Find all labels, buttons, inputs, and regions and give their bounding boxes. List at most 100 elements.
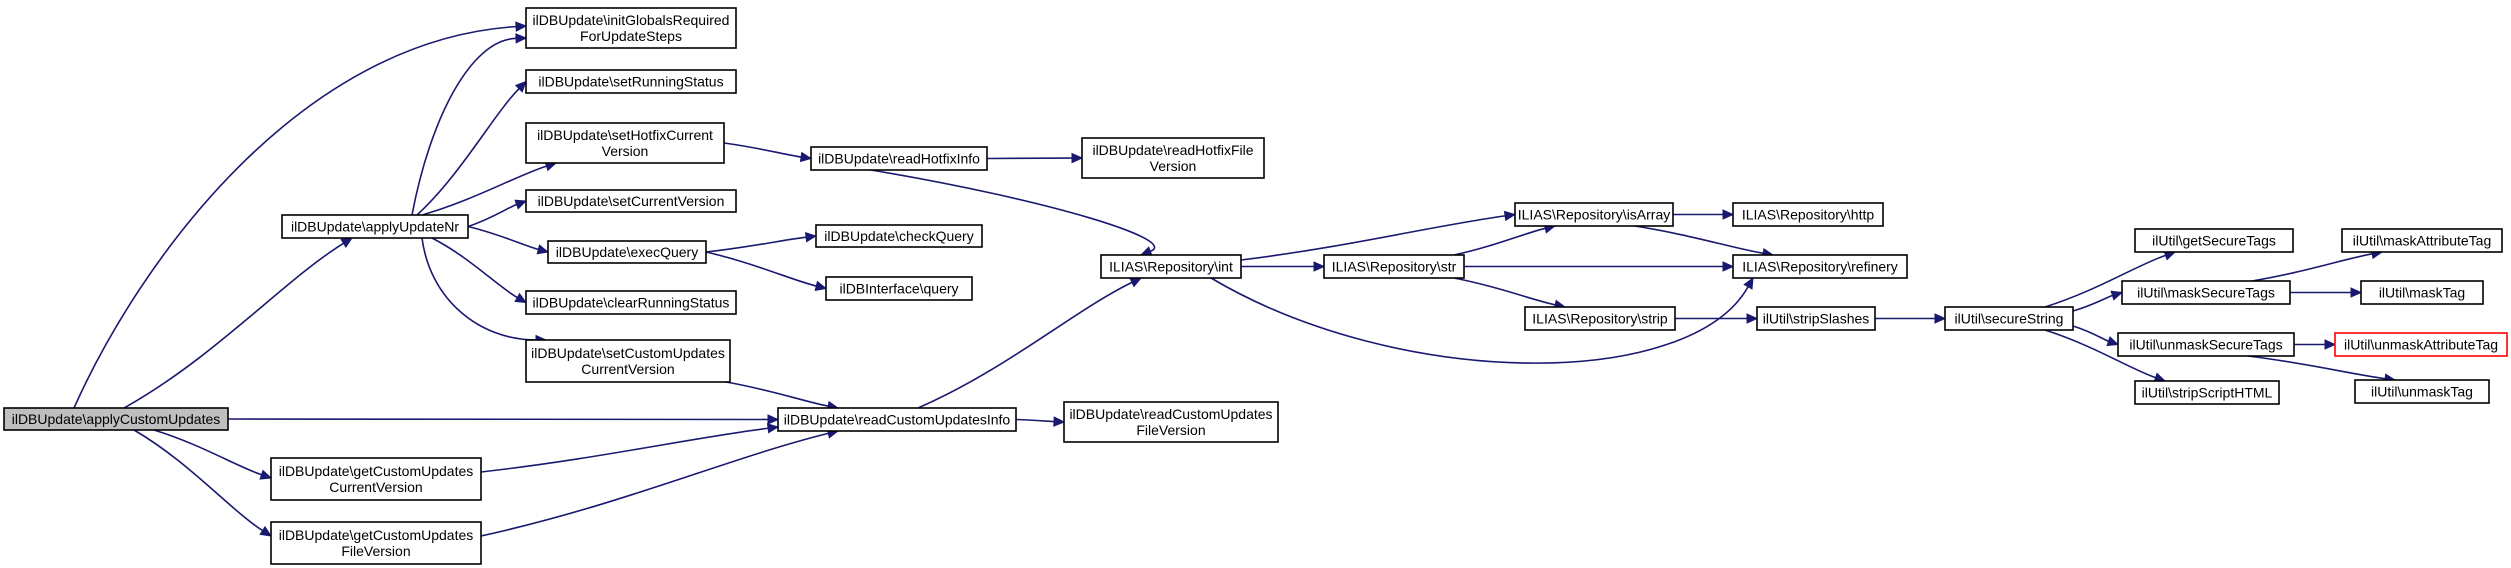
node-box <box>2134 380 2280 405</box>
nodes-layer: ilDBUpdate\applyCustomUpdates ilDBUpdate\… <box>3 7 2508 565</box>
node-unmask-secure-tags[interactable]: ilUtil\unmaskSecureTags <box>2117 332 2295 357</box>
node-label: ilDBUpdate\getCustomUpdates <box>279 463 474 479</box>
node-label: ILIAS\Repository\int <box>1109 259 1233 275</box>
node-mask-attribute-tag[interactable]: ilUtil\maskAttributeTag <box>2341 228 2503 253</box>
node-set-current-version[interactable]: ilDBUpdate\setCurrentVersion <box>525 189 737 213</box>
node-label: ForUpdateSteps <box>580 28 682 44</box>
node-get-custom-updates-current-version[interactable]: ilDBUpdate\getCustomUpdatesCurrentVersio… <box>270 457 482 501</box>
arrowhead-read-hotfix-info <box>799 151 813 163</box>
edge-read-hotfix-info-to-int <box>870 169 1156 253</box>
node-check-query[interactable]: ilDBUpdate\checkQuery <box>815 224 983 248</box>
arrowhead-refinery <box>1722 261 1735 272</box>
node-box <box>1756 306 1876 331</box>
node-unmask-attribute-tag[interactable]: ilUtil\unmaskAttributeTag <box>2334 332 2508 357</box>
arrowhead-unmask-attribute-tag <box>2324 339 2337 350</box>
edge-apply-update-nr-to-init-globals <box>411 37 517 216</box>
edge-read-custom-updates-info-to-int <box>917 281 1133 409</box>
node-label: ilUtil\secureString <box>1955 311 2064 327</box>
node-label: ILIAS\Repository\http <box>1742 207 1875 223</box>
node-label: ILIAS\Repository\refinery <box>1742 259 1898 275</box>
node-set-custom-updates-current-version[interactable]: ilDBUpdate\setCustomUpdatesCurrentVersio… <box>525 339 731 383</box>
edge-read-custom-updates-info-to-read-custom-updates-file-version <box>1015 418 1055 423</box>
node-strip-script-html[interactable]: ilUtil\stripScriptHTML <box>2134 380 2280 405</box>
node-box <box>270 457 482 501</box>
arrowhead-init-globals <box>515 33 528 44</box>
arrowhead-read-hotfix-file-version <box>1071 152 1084 164</box>
node-box <box>1732 254 1908 279</box>
node-box <box>1081 137 1265 179</box>
arrowhead-is-array <box>1503 210 1517 222</box>
node-set-running-status[interactable]: ilDBUpdate\setRunningStatus <box>525 69 737 94</box>
node-strip[interactable]: ILIAS\Repository\strip <box>1524 306 1676 331</box>
node-box <box>1063 401 1279 443</box>
node-box <box>525 7 737 49</box>
node-str[interactable]: ILIAS\Repository\str <box>1323 254 1465 279</box>
node-label: ILIAS\Repository\str <box>1332 259 1457 275</box>
node-http[interactable]: ILIAS\Repository\http <box>1732 202 1884 227</box>
node-box <box>1323 254 1465 279</box>
node-box <box>525 69 737 94</box>
node-box <box>2341 228 2503 253</box>
node-label: ilDBUpdate\setCustomUpdates <box>531 345 725 361</box>
node-label: ilUtil\getSecureTags <box>2152 233 2276 249</box>
edge-apply-update-nr-to-set-current-version <box>467 203 517 228</box>
node-label: ilDBUpdate\readHotfixInfo <box>818 151 980 167</box>
node-box <box>825 276 973 301</box>
node-secure-string[interactable]: ilUtil\secureString <box>1944 306 2074 331</box>
node-read-custom-updates-info[interactable]: ilDBUpdate\readCustomUpdatesInfo <box>777 407 1017 432</box>
node-int[interactable]: ILIAS\Repository\int <box>1100 254 1242 279</box>
node-box <box>815 224 983 248</box>
arrowhead-get-custom-updates-current-version <box>259 469 273 480</box>
arrowhead-exec-query <box>536 244 550 255</box>
node-get-secure-tags[interactable]: ilUtil\getSecureTags <box>2134 228 2294 253</box>
node-label: ilDBUpdate\readHotfixFile <box>1092 142 1253 158</box>
node-box <box>2360 280 2484 305</box>
arrowhead-set-running-status <box>514 80 527 93</box>
node-label: ilDBUpdate\setRunningStatus <box>538 74 723 90</box>
edge-int-to-is-array <box>1240 215 1506 261</box>
node-query[interactable]: ilDBInterface\query <box>825 276 973 301</box>
node-box <box>525 189 737 213</box>
node-label: ilDBUpdate\getCustomUpdates <box>279 527 474 543</box>
arrowhead-read-custom-updates-file-version <box>1053 416 1066 427</box>
arrowhead-check-query <box>804 232 818 243</box>
node-unmask-tag[interactable]: ilUtil\unmaskTag <box>2354 379 2490 404</box>
node-box <box>525 290 737 315</box>
node-is-array[interactable]: ILIAS\Repository\isArray <box>1514 202 1674 227</box>
node-read-hotfix-info[interactable]: ilDBUpdate\readHotfixInfo <box>810 146 988 171</box>
node-mask-secure-tags[interactable]: ilUtil\maskSecureTags <box>2121 280 2291 305</box>
node-label: ilDBUpdate\setCurrentVersion <box>538 193 725 209</box>
node-apply-custom-updates[interactable]: ilDBUpdate\applyCustomUpdates <box>3 407 229 431</box>
node-mask-tag[interactable]: ilUtil\maskTag <box>2360 280 2484 305</box>
node-label: Version <box>1150 158 1197 174</box>
node-strip-slashes[interactable]: ilUtil\stripSlashes <box>1756 306 1876 331</box>
arrowhead-query <box>814 280 828 292</box>
node-clear-running-status[interactable]: ilDBUpdate\clearRunningStatus <box>525 290 737 315</box>
node-refinery[interactable]: ILIAS\Repository\refinery <box>1732 254 1908 279</box>
node-label: ilDBUpdate\readCustomUpdatesInfo <box>784 412 1011 428</box>
node-init-globals[interactable]: ilDBUpdate\initGlobalsRequiredForUpdateS… <box>525 7 737 49</box>
node-box <box>281 214 469 239</box>
node-label: ILIAS\Repository\strip <box>1532 311 1668 327</box>
node-apply-update-nr[interactable]: ilDBUpdate\applyUpdateNr <box>281 214 469 239</box>
node-box <box>270 521 482 565</box>
node-label: ilUtil\maskSecureTags <box>2137 285 2275 301</box>
edge-set-custom-updates-current-version-to-read-custom-updates-info <box>725 381 829 407</box>
node-box <box>777 407 1017 432</box>
node-label: FileVersion <box>341 543 410 559</box>
node-box <box>1514 202 1674 227</box>
node-label: ilDBUpdate\clearRunningStatus <box>533 295 730 311</box>
edge-secure-string-to-unmask-secure-tags <box>2072 325 2109 343</box>
edge-is-array-to-refinery <box>1634 225 1764 255</box>
node-exec-query[interactable]: ilDBUpdate\execQuery <box>547 240 707 264</box>
node-box <box>525 339 731 383</box>
edge-apply-update-nr-to-set-hotfix-current-version <box>421 165 547 216</box>
node-box <box>525 122 725 164</box>
node-box <box>2117 332 2295 357</box>
arrowhead-init-globals <box>515 21 528 32</box>
